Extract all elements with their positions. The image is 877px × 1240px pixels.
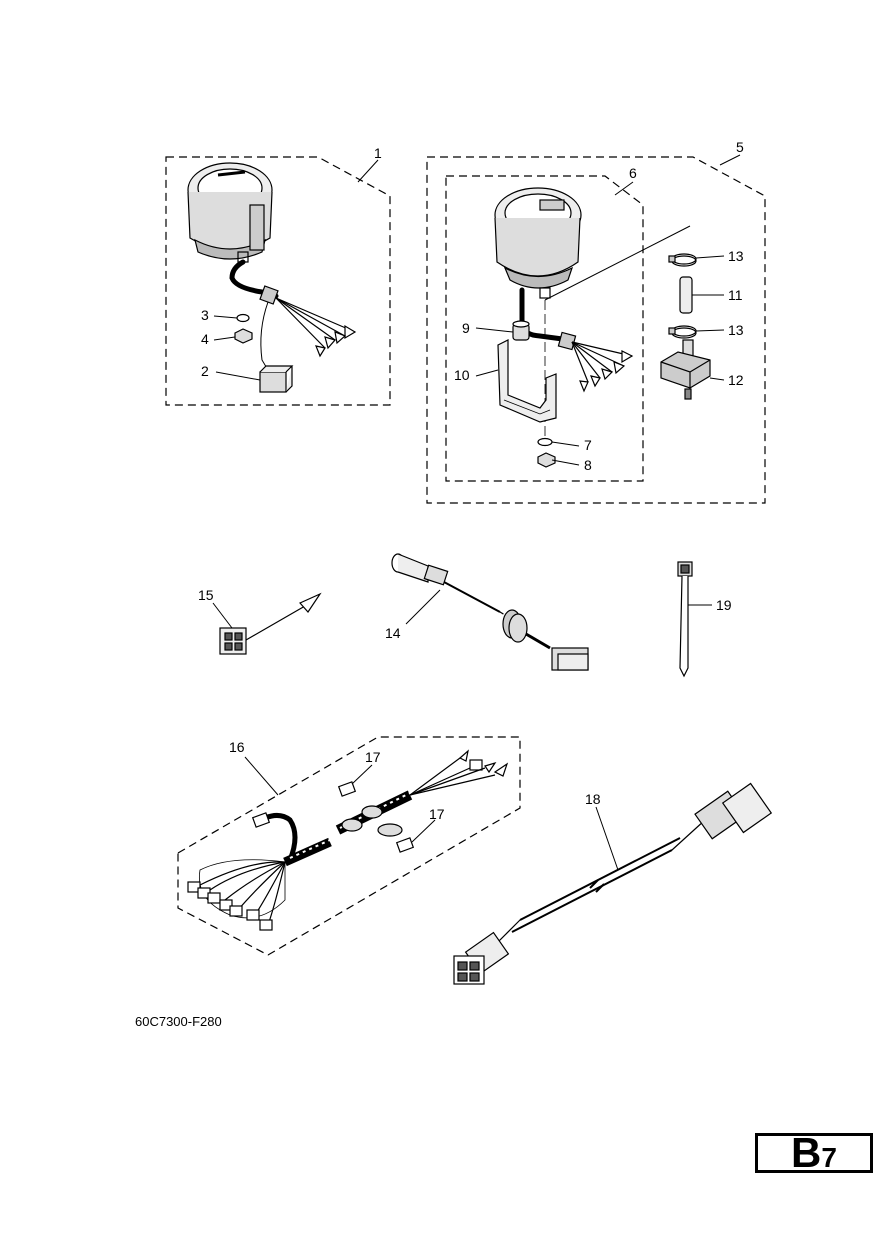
callout-7: 7	[584, 437, 592, 453]
cable-tie-19	[677, 561, 693, 678]
callout-18: 18	[585, 791, 601, 807]
harness-16	[187, 812, 332, 931]
pressure-tube-line	[544, 225, 691, 301]
callout-17-upper: 17	[365, 749, 381, 765]
tube-11	[679, 276, 693, 314]
group-1-boundary	[165, 156, 391, 406]
callout-10: 10	[454, 367, 470, 383]
gauge-6	[494, 187, 582, 299]
fuse-17-lower	[395, 837, 415, 853]
reference-code: 60C7300-F280	[135, 1014, 222, 1029]
callout-14: 14	[385, 625, 401, 641]
harness-16-right	[335, 749, 509, 837]
page-badge-number: 7	[821, 1142, 837, 1173]
clamp-13-upper	[668, 253, 697, 267]
callout-3: 3	[201, 307, 209, 323]
extension-harness-18	[453, 782, 773, 985]
callout-13-upper: 13	[728, 248, 744, 264]
callout-4: 4	[201, 331, 209, 347]
callout-12: 12	[728, 372, 744, 388]
leader-lines	[212, 154, 741, 871]
gauge-1-sleeve	[259, 285, 279, 305]
callout-16: 16	[229, 739, 245, 755]
gauge-1-cable	[229, 259, 279, 299]
fuse-17-upper	[337, 781, 357, 797]
nut-8	[537, 452, 556, 468]
gauge-6-sleeve	[557, 331, 577, 351]
callout-5: 5	[736, 139, 744, 155]
page-badge: B 7	[755, 1129, 873, 1176]
callout-9: 9	[462, 320, 470, 336]
page-badge-letter: B	[791, 1129, 822, 1176]
group-16-boundary	[177, 736, 521, 956]
callout-17-lower: 17	[429, 806, 445, 822]
washer-7	[537, 437, 553, 447]
gauge-1-wire-ends	[275, 297, 357, 358]
gauge-6-wire-ends	[571, 341, 634, 393]
callout-1: 1	[374, 145, 382, 161]
group-6-boundary	[445, 175, 644, 482]
callout-2: 2	[201, 363, 209, 379]
callout-labels: 1 2 3 4 5 6 7 8 9 10 11 12 13 13 14 15 1…	[198, 139, 744, 822]
callout-19: 19	[716, 597, 732, 613]
connector-2	[259, 365, 294, 393]
clamp-13-lower	[668, 325, 697, 339]
washer-3	[236, 313, 250, 323]
callout-13-lower: 13	[728, 322, 744, 338]
bracket-10	[497, 339, 557, 423]
callout-8: 8	[584, 457, 592, 473]
callout-15: 15	[198, 587, 214, 603]
connector-15	[219, 592, 322, 655]
sensor-12	[660, 339, 711, 400]
cable-14	[391, 553, 589, 671]
callout-11: 11	[728, 287, 743, 303]
cap-9	[512, 320, 530, 341]
nut-4	[234, 328, 253, 344]
gauge-1	[187, 162, 273, 263]
group-5-boundary	[426, 156, 766, 504]
callout-6: 6	[629, 165, 637, 181]
